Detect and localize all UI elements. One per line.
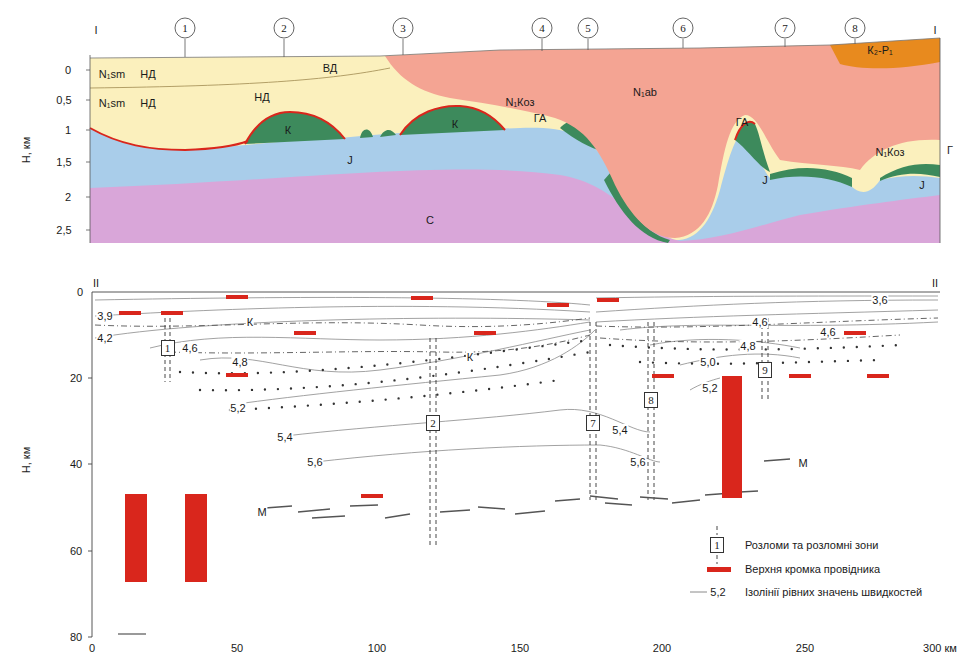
- velocity-section: [88, 292, 940, 637]
- unit-label: ВД: [323, 62, 338, 74]
- axis-tick-label: 20: [70, 372, 82, 384]
- node-text: 1: [165, 342, 171, 354]
- unit-label: N₁Коз: [875, 146, 904, 158]
- axis-title: Н, км: [20, 447, 32, 473]
- node-text: 1: [714, 539, 720, 551]
- unit-label: N₁sm: [99, 97, 125, 109]
- well-marker: 7: [774, 17, 796, 39]
- node-text: 3: [400, 22, 406, 34]
- legend-sample-value: 5,2: [709, 586, 726, 598]
- well-marker: 3: [392, 17, 414, 39]
- layer-label: К: [466, 351, 474, 363]
- isoline-value: 3,9: [96, 310, 113, 322]
- legend-fault-sample: 1: [710, 537, 724, 553]
- unit-label: НД: [140, 97, 155, 109]
- layer-label: К: [246, 316, 254, 328]
- isoline-value: 5,2: [701, 382, 718, 394]
- unit-label: Г: [947, 144, 953, 156]
- unit-label: ГА: [534, 112, 547, 124]
- node-text: 2: [430, 417, 436, 429]
- unit-label: К: [285, 124, 291, 136]
- unit-label: N₁ab: [633, 86, 657, 98]
- axis-tick-label: 0: [89, 642, 95, 654]
- unit-label: ГА: [736, 116, 749, 128]
- axis-tick-label: 100: [368, 642, 386, 654]
- node-text: 4: [539, 22, 545, 34]
- fault-number: 7: [586, 415, 600, 431]
- node-text: 2: [281, 22, 287, 34]
- axis-tick-label: 0: [77, 286, 83, 298]
- unit-label: К: [452, 118, 458, 130]
- node-text: 5: [585, 22, 591, 34]
- axis-tick-label: 2: [65, 191, 71, 203]
- axis-tick-label: 200: [653, 642, 671, 654]
- isoline-value: 4,8: [231, 356, 248, 368]
- node-text: 7: [590, 417, 596, 429]
- unit-label: J: [919, 179, 925, 191]
- unit-label: НД: [140, 68, 155, 80]
- axis-tick-label: 1,5: [56, 156, 71, 168]
- fault-number: 2: [426, 415, 440, 431]
- axis-title: Н, км: [20, 137, 32, 163]
- well-marker: 6: [672, 17, 694, 39]
- isoline-value: 5,6: [629, 456, 646, 468]
- isoline-value: 4,6: [819, 326, 836, 338]
- section-end-label: I: [94, 24, 97, 36]
- unit-label: К₂-Р₁: [867, 44, 892, 56]
- unit-label: N₁Коз: [505, 96, 534, 108]
- fault-number: 1: [161, 340, 175, 356]
- isoline-value: 5,2: [229, 402, 246, 414]
- legend-text: Розломи та розломні зони: [745, 539, 878, 551]
- legend-swatch: [707, 567, 731, 572]
- isoline-value: 5,4: [276, 431, 293, 443]
- isoline-value: 4,6: [181, 342, 198, 354]
- fault-number: 9: [758, 362, 772, 378]
- axis-tick-label: 40: [70, 458, 82, 470]
- axis-tick-label: 2,5: [56, 224, 71, 236]
- well-marker: 2: [273, 17, 295, 39]
- unit-label: N₁sm: [99, 68, 125, 80]
- node-text: 1: [182, 22, 188, 34]
- axis-tick-label: 80: [70, 631, 82, 643]
- legend-text: Верхня кромка провідника: [745, 563, 880, 575]
- isoline-value: 4,8: [739, 340, 756, 352]
- isoline-value: 5,6: [306, 456, 323, 468]
- axis-tick-label: 0,5: [56, 94, 71, 106]
- axis-tick-label: 300 км: [923, 642, 957, 654]
- unit-label: J: [347, 154, 353, 166]
- well-marker: 8: [844, 17, 866, 39]
- node-text: 6: [680, 22, 686, 34]
- fault-number: 8: [644, 392, 658, 408]
- legend-text: Ізолінії рівних значень швидкостей: [745, 586, 922, 598]
- isoline-value: 4,2: [96, 332, 113, 344]
- node-text: 9: [762, 364, 768, 376]
- well-marker: 5: [577, 17, 599, 39]
- unit-label: J: [762, 174, 768, 186]
- section-end-label: II: [93, 277, 99, 289]
- node-text: 7: [782, 22, 788, 34]
- unit-label: НД: [254, 91, 269, 103]
- layer-label: М: [256, 506, 267, 518]
- well-marker: 1: [174, 17, 196, 39]
- geological-section: [86, 38, 940, 243]
- node-text: 8: [852, 22, 858, 34]
- isoline-value: 5,4: [611, 424, 628, 436]
- axis-tick-label: 1: [65, 124, 71, 136]
- isoline-value: 3,6: [871, 294, 888, 306]
- node-text: 8: [648, 394, 654, 406]
- axis-tick-label: 0: [65, 64, 71, 76]
- axis-tick-label: 50: [231, 642, 243, 654]
- axis-tick-label: 60: [70, 545, 82, 557]
- section-end-label: I: [933, 24, 936, 36]
- isoline-value: 4,6: [751, 316, 768, 328]
- isoline-value: 5,0: [699, 356, 716, 368]
- section-end-label: II: [932, 277, 938, 289]
- unit-label: С: [426, 214, 434, 226]
- axis-tick-label: 150: [511, 642, 529, 654]
- layer-label: М: [797, 457, 808, 469]
- well-marker: 4: [531, 17, 553, 39]
- axis-tick-label: 250: [796, 642, 814, 654]
